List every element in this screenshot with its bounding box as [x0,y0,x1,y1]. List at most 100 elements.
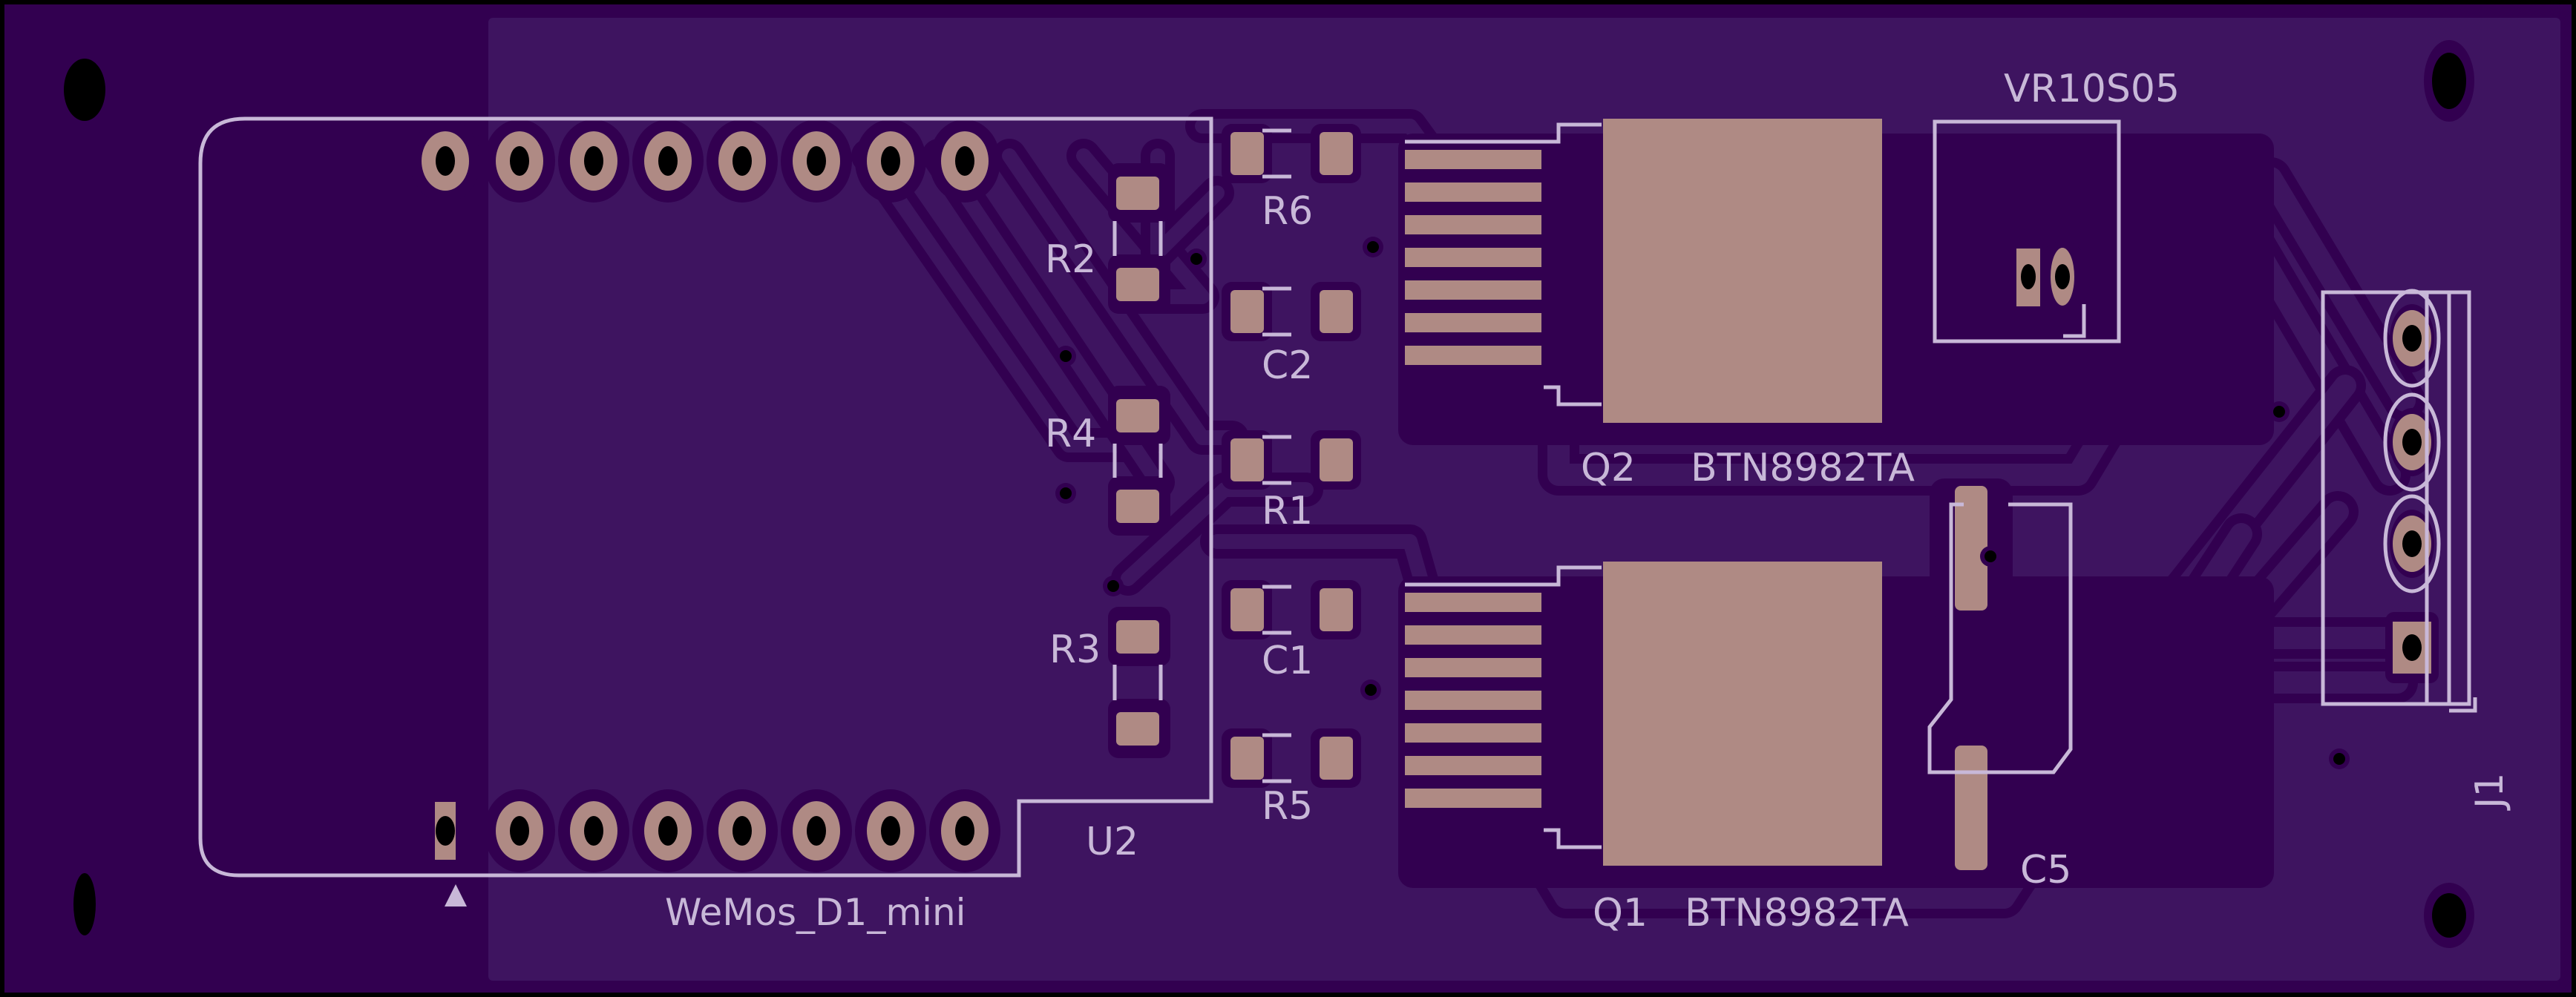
label-r3: R3 [1049,628,1101,672]
j1-pin-drill [2402,429,2422,455]
u2-outline [198,116,1213,878]
q1-silk-bot [1544,828,1602,849]
u2-bottom-pin-drill [510,816,529,846]
vr-corner [2063,304,2086,338]
vr-pin3-drill [2021,264,2036,289]
q2-silk-top [1405,122,1602,144]
q1-tab [1603,562,1882,866]
u2-top-pin-drill [733,146,752,176]
r2-pad [1116,268,1159,301]
u2-top-pin-drill [658,146,678,176]
u2-bottom-pin-drill [658,816,678,846]
u2-bottom-pin-drill [881,816,900,846]
label-r6: R6 [1262,189,1313,234]
q2-lead-5 [1405,280,1541,300]
u2-bottom-pin-drill [436,816,455,846]
j1-pin-drill [2402,325,2422,352]
r3-pad [1116,620,1159,654]
q1-silk-top [1405,565,1602,587]
r6-pad [1230,132,1264,175]
label-vr-value: VR10S05 [2004,67,2180,111]
via-2 [1367,241,1379,253]
j1-corner [2449,697,2477,713]
label-r2: R2 [1045,237,1096,282]
via-4 [1060,487,1072,499]
u2-top-pin-drill [807,146,826,176]
j1-pin-drill [2402,634,2422,661]
c5-outline [1927,502,2073,774]
q1-lead-2 [1405,625,1541,645]
q1-lead-6 [1405,756,1541,775]
label-u2-value: WeMos_D1_mini [665,891,966,934]
label-q2-value: BTN8982TA [1691,446,1915,490]
via-7 [2273,406,2285,418]
r4-pad [1116,399,1159,432]
q2-lead-2 [1405,182,1541,202]
via-1 [1190,253,1202,265]
q1-lead-1 [1405,593,1541,612]
j1-pin-ring [2383,392,2441,492]
label-q1-ref: Q1 [1593,891,1648,935]
r5-pad [1230,737,1264,780]
via-3 [1060,350,1072,362]
label-c5: C5 [2020,848,2071,892]
r1-pad [1320,438,1353,481]
u2-bottom-pin-drill [733,816,752,846]
mounting-hole-bl [73,873,96,935]
c5-pad-2 [1955,746,1987,870]
q2-silk-bot [1544,385,1602,407]
mounting-hole-tr [2432,53,2466,109]
label-c2: C2 [1262,343,1313,388]
u2-bottom-pin-drill [807,816,826,846]
j1-pin-drill [2402,530,2422,557]
label-r1: R1 [1262,489,1313,533]
u2-top-pin-drill [436,146,455,176]
r2-pad [1116,177,1159,210]
silkscreen-labels: U2 WeMos_D1_mini R2 R4 R3 R6 C2 R1 C1 R5… [665,67,2512,935]
q1-lead-7 [1405,789,1541,808]
c1-pad [1320,588,1353,631]
u2-top-pin-drill [881,146,900,176]
r5-pad [1320,737,1353,780]
q1-lead-4 [1405,691,1541,710]
u2-top-pin-drill [510,146,529,176]
j1-pin-ring [2383,494,2441,593]
label-j1: J1 [2468,773,2512,811]
r6-pad [1320,132,1353,175]
c1-pad [1230,588,1264,631]
q2-lead-4 [1405,248,1541,267]
label-c1: C1 [1262,639,1313,683]
q2-lead-3 [1405,215,1541,234]
via-6 [1365,684,1377,696]
mounting-hole-tl [64,59,105,121]
label-u2-ref: U2 [1086,820,1138,864]
vr-pin-drill [2055,264,2070,289]
vr-outline [1933,119,2121,343]
via-5 [1107,580,1119,592]
c2-pad [1230,290,1264,333]
label-r5: R5 [1262,784,1313,829]
via-9 [2333,753,2345,765]
c5-pad-1 [1955,486,1987,611]
r4-pad [1116,490,1159,523]
label-q2-ref: Q2 [1581,446,1636,490]
u2-bottom-pin-drill [584,816,603,846]
u2-top-pin-drill [584,146,603,176]
trace-r3 [1121,482,1314,586]
via-8 [1985,550,1996,562]
pads-layer [410,119,2439,888]
q2-lead-1 [1405,150,1541,169]
r3-pad [1116,712,1159,746]
j1-pin-ring [2383,289,2441,388]
c2-pad [1320,290,1353,333]
q1-lead-3 [1405,658,1541,677]
j1-outline [2321,290,2471,706]
u2-top-pin-drill [955,146,974,176]
r1-pad [1230,438,1264,481]
u2-bottom-pin-drill [955,816,974,846]
mounting-holes [64,40,2474,948]
q1-lead-5 [1405,723,1541,743]
q2-lead-7 [1405,346,1541,365]
mounting-hole-br [2432,893,2466,938]
